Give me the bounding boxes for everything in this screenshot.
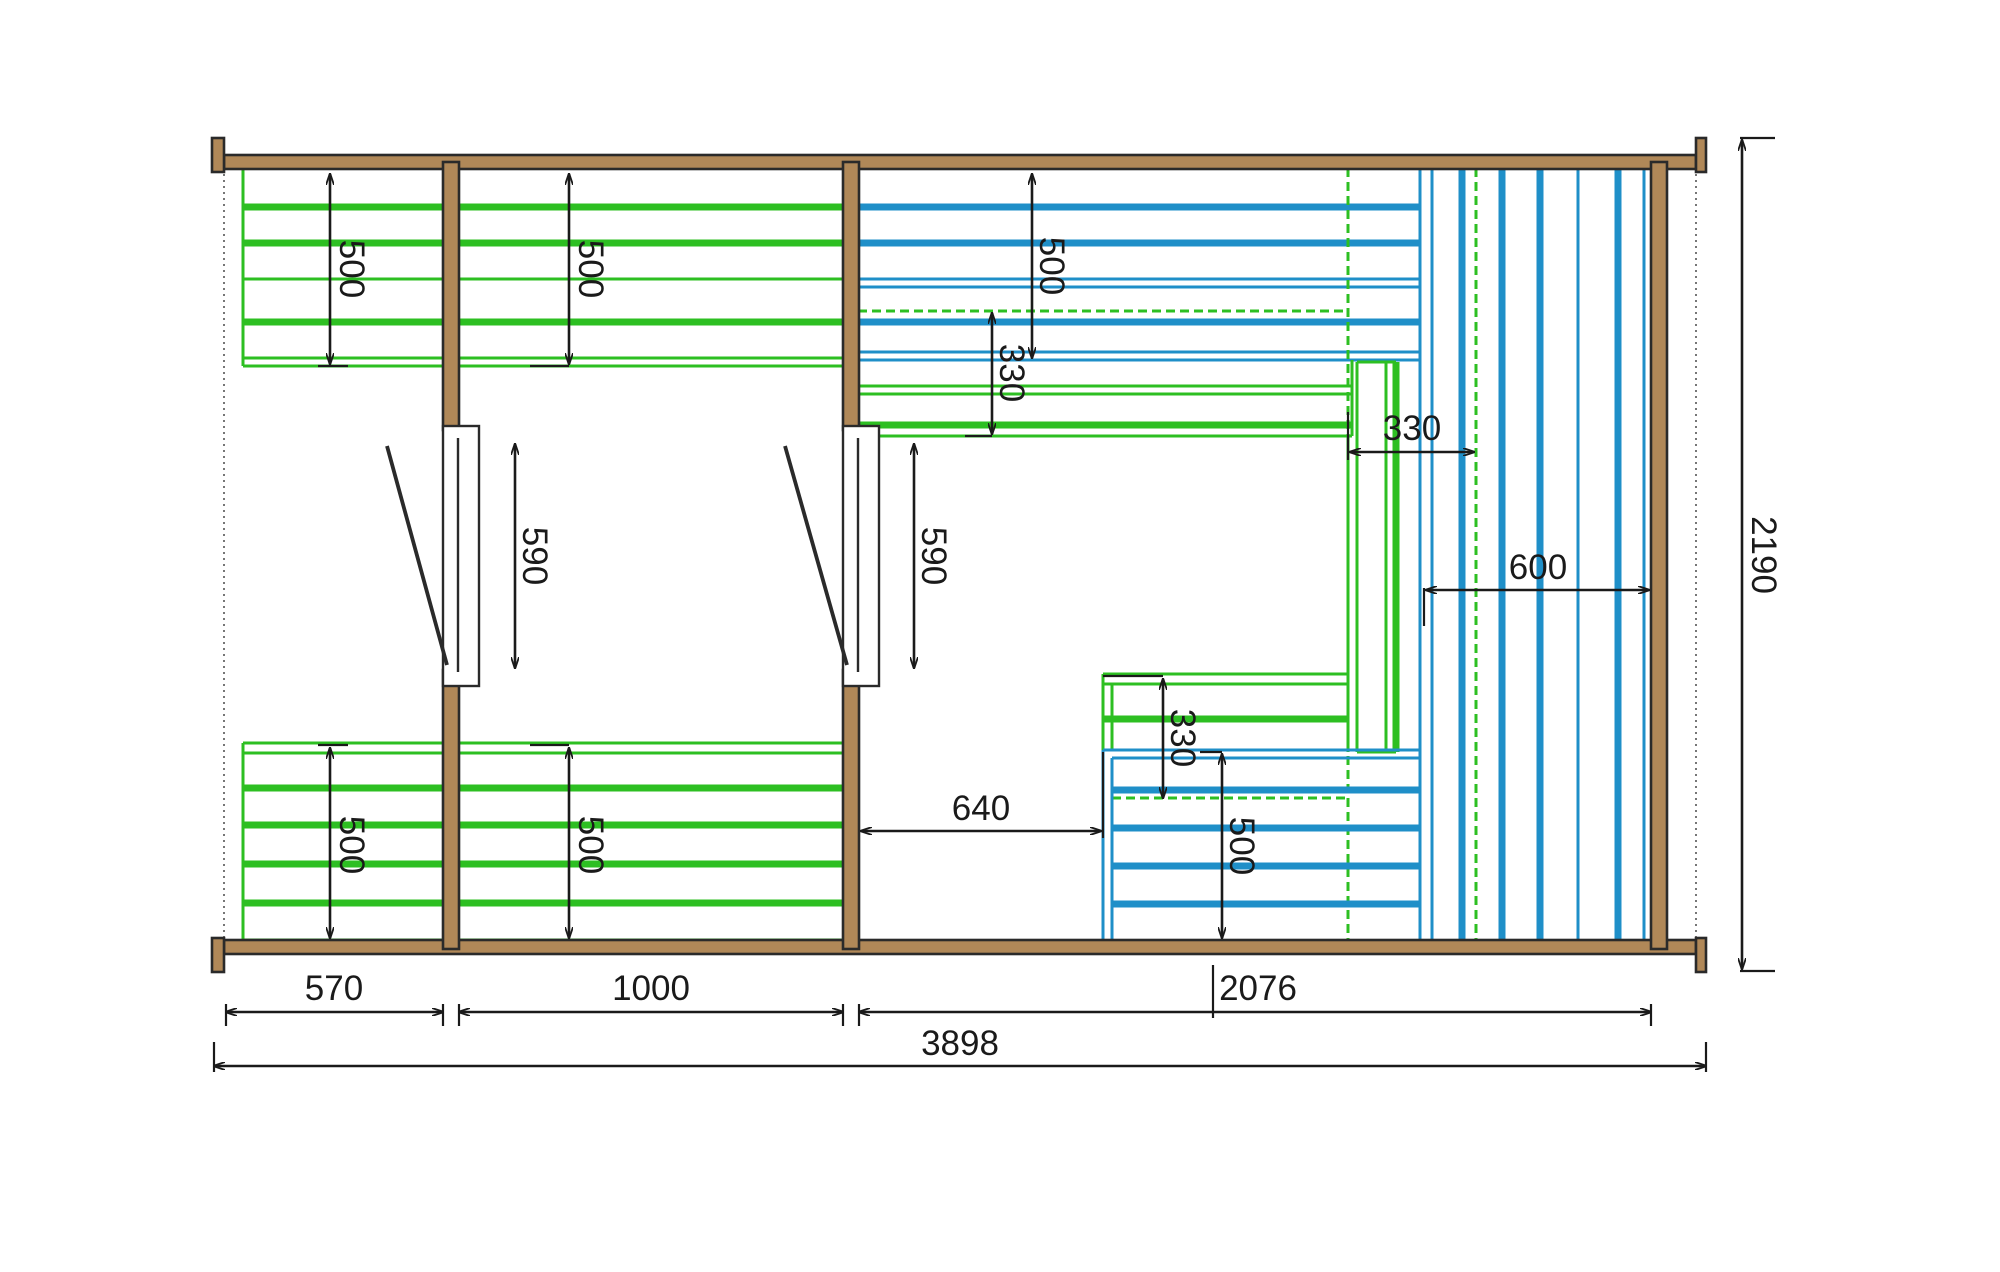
dim-label: 500 [332,240,371,298]
door-frame-middle [841,424,881,688]
dim-left-room-width: 570 [224,969,445,1026]
dim-bench-left-bottom: 500 [318,743,371,938]
bench-left-top [241,166,443,368]
bench-sauna-bottom-upper [1101,672,1348,800]
bench-sauna-bottom-lower [1101,748,1420,940]
dim-label: 600 [1509,548,1567,587]
dim-door-middle: 590 [914,444,953,668]
post-top-right [1694,136,1708,174]
dim-bench-middle-bottom: 500 [530,743,610,938]
dim-label: 570 [305,969,363,1008]
dim-bench-sauna-top-lower: 330 [965,313,1031,438]
dim-label: 500 [332,816,371,874]
door-middle[interactable] [783,424,881,688]
dim-bench-sauna-bottom-lower: 500 [1200,750,1261,938]
dim-label: 590 [515,527,554,585]
dim-label: 640 [952,789,1010,828]
partition-wall-1-top [441,160,461,432]
post-top-left [210,136,226,174]
right-inner-wall [1649,160,1669,951]
dim-label: 2076 [1219,969,1297,1008]
bench-middle-bottom [456,741,843,942]
dim-label: 500 [571,816,610,874]
dim-label: 330 [1383,409,1441,448]
dim-sauna-passage: 640 [861,752,1105,838]
dim-door-left: 590 [515,444,554,668]
dim-middle-room-width: 1000 [457,969,845,1026]
bench-sauna-back [1418,168,1646,940]
partition-wall-2-bottom [841,668,861,951]
dim-label: 500 [1032,237,1071,295]
door-left[interactable] [385,424,481,688]
partition-wall-1-bottom [441,668,461,951]
dim-total-depth: 2190 [1740,136,1783,973]
dim-bench-left-top: 500 [318,174,371,368]
bench-sauna-side [1346,168,1478,940]
dim-label: 3898 [921,1024,999,1063]
dim-bench-sauna-back: 600 [1422,548,1649,626]
dim-bench-middle-top: 500 [530,174,610,368]
dim-sauna-room-width: 2076 [857,965,1653,1026]
dim-label: 2190 [1744,516,1783,594]
dim-bench-sauna-bottom-upper: 330 [1103,674,1202,798]
dim-label: 500 [571,240,610,298]
post-bottom-left [210,936,226,974]
door-leaf-middle[interactable] [783,445,849,666]
bench-sauna-top-upper [858,166,1420,362]
bench-middle-top [456,166,843,368]
dim-label: 590 [914,527,953,585]
dim-bench-sauna-side: 330 [1346,409,1474,460]
dim-label: 330 [1163,709,1202,767]
dim-bench-sauna-top-upper: 500 [1032,174,1071,358]
door-frame-left [441,424,481,688]
dim-label: 500 [1222,817,1261,875]
partition-wall-2-top [841,160,861,432]
dim-label: 1000 [612,969,690,1008]
dim-total-width: 3898 [212,1024,1708,1072]
post-bottom-right [1694,936,1708,974]
dim-label: 330 [992,344,1031,402]
door-leaf-left[interactable] [385,445,449,666]
